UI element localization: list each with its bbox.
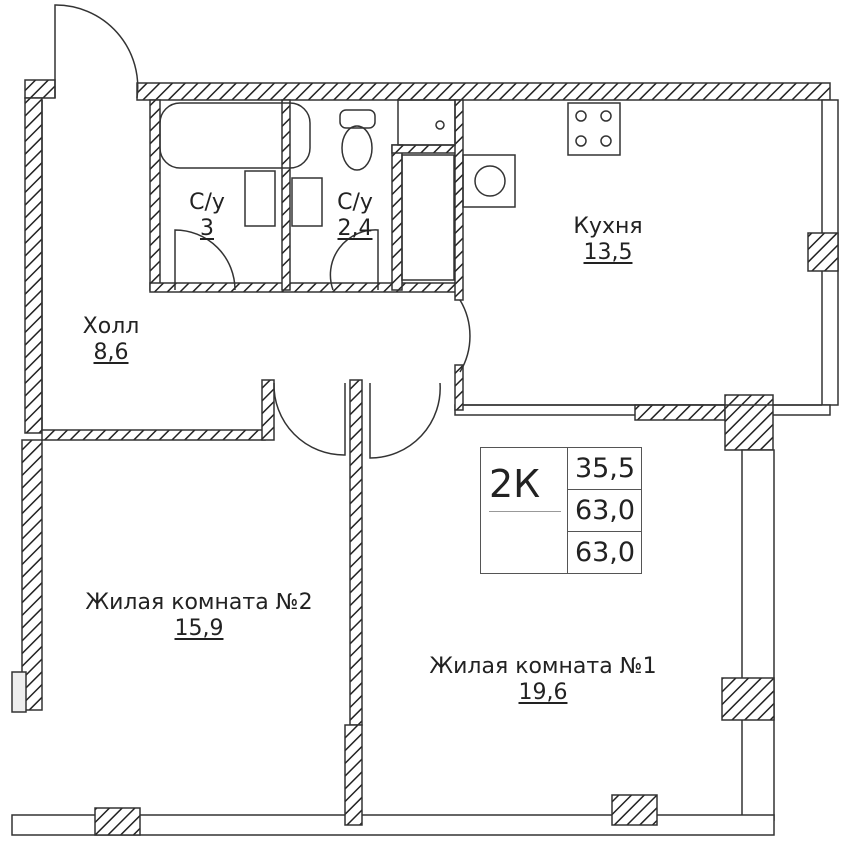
room-label-room2: Жилая комната №2 15,9 bbox=[85, 590, 312, 642]
room-name: С/у bbox=[189, 190, 225, 215]
area-column: 35,5 63,0 63,0 bbox=[567, 448, 642, 573]
room-area: 3 bbox=[199, 216, 214, 241]
room-label-bath2: С/у 2,4 bbox=[337, 190, 373, 242]
room-label-kitchen: Кухня 13,5 bbox=[573, 214, 642, 266]
total-area: 63,0 bbox=[568, 490, 642, 532]
room-name: Холл bbox=[82, 314, 140, 339]
stove-icon bbox=[567, 102, 621, 156]
summary-box: 2К 35,5 63,0 63,0 bbox=[480, 447, 642, 574]
kitchen-sink-icon bbox=[462, 154, 516, 208]
total-area-2: 63,0 bbox=[574, 537, 636, 568]
room-label-room1: Жилая комната №1 19,6 bbox=[429, 654, 656, 706]
room-name: Жилая комната №2 bbox=[85, 590, 313, 615]
room-area: 13,5 bbox=[583, 240, 633, 265]
living-area: 35,5 bbox=[568, 448, 642, 490]
walls bbox=[11, 79, 839, 836]
room-label-hall: Холл 8,6 bbox=[83, 314, 140, 366]
room-name: С/у bbox=[337, 190, 373, 215]
room-area: 15,9 bbox=[174, 616, 224, 641]
divider bbox=[489, 511, 561, 512]
fixtures bbox=[41, 4, 822, 459]
room-name: Кухня bbox=[573, 214, 643, 239]
toilet-icon bbox=[339, 109, 376, 129]
room-area: 2,4 bbox=[337, 216, 373, 241]
room-label-bath1: С/у 3 bbox=[189, 190, 225, 242]
room-area: 8,6 bbox=[93, 340, 129, 365]
room-area: 19,6 bbox=[518, 680, 568, 705]
apartment-type: 2К bbox=[489, 462, 541, 506]
entrance-door bbox=[54, 4, 139, 99]
bathtub-icon bbox=[159, 102, 311, 169]
room-name: Жилая комната №1 bbox=[429, 654, 657, 679]
